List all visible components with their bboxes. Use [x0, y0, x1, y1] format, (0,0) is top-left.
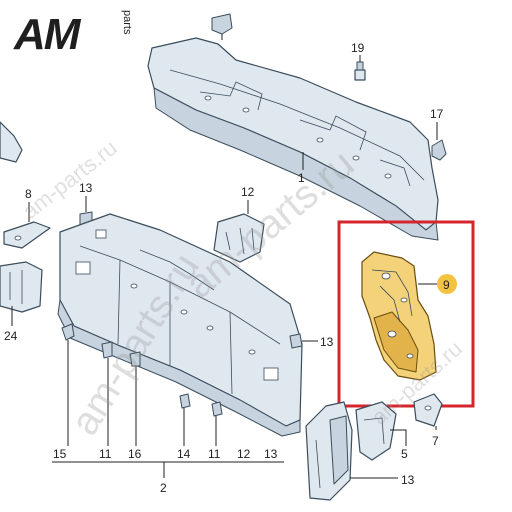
callout-11-left: 11: [99, 447, 112, 461]
callout-24: 24: [4, 329, 18, 343]
callout-7: 7: [432, 434, 439, 448]
callout-15: 15: [53, 447, 67, 461]
callout-2: 2: [160, 481, 167, 495]
callout-8: 8: [25, 187, 32, 201]
callout-14: 14: [177, 447, 191, 461]
bottom-fasteners: [61, 323, 223, 417]
part-lower-inner: [305, 401, 353, 501]
callout-16: 16: [128, 447, 142, 461]
part-1-cross-member: [147, 13, 439, 241]
part-7-bracket: [413, 393, 443, 427]
callout-11-right: 11: [208, 447, 221, 461]
part-12-bracket: [213, 213, 265, 263]
callout-13-bottom: 13: [264, 447, 278, 461]
callout-13-right: 13: [320, 335, 334, 349]
logo-subtext: parts: [121, 10, 133, 35]
highlight-frame: [337, 220, 475, 408]
callout-17: 17: [430, 107, 444, 121]
callout-9-badge: [437, 274, 457, 294]
watermark-small-left: am-parts.ru: [18, 135, 122, 224]
part-left-edge: [0, 121, 23, 163]
callout-12: 12: [241, 185, 255, 199]
watermark-center: am-parts.ru: [178, 142, 363, 307]
callout-13-upper: 13: [79, 181, 93, 195]
part-24-bracket: [0, 261, 43, 313]
callout-1: 1: [298, 171, 305, 185]
part-17-clip: [431, 139, 447, 161]
brand-logo: AM parts: [13, 10, 133, 59]
callout-13-lower: 13: [401, 473, 415, 487]
part-19-bolt: [354, 61, 366, 81]
part-9-highlighted[interactable]: [361, 251, 437, 381]
part-13-clip-right: [289, 333, 303, 349]
callout-12-bottom: 12: [237, 447, 251, 461]
callout-5: 5: [401, 447, 408, 461]
callout-19: 19: [351, 41, 365, 55]
part-5-panel: [355, 401, 397, 461]
callout-9: 9: [443, 278, 450, 292]
logo-text: AM: [13, 10, 82, 59]
part-8-bracket: [3, 221, 51, 249]
